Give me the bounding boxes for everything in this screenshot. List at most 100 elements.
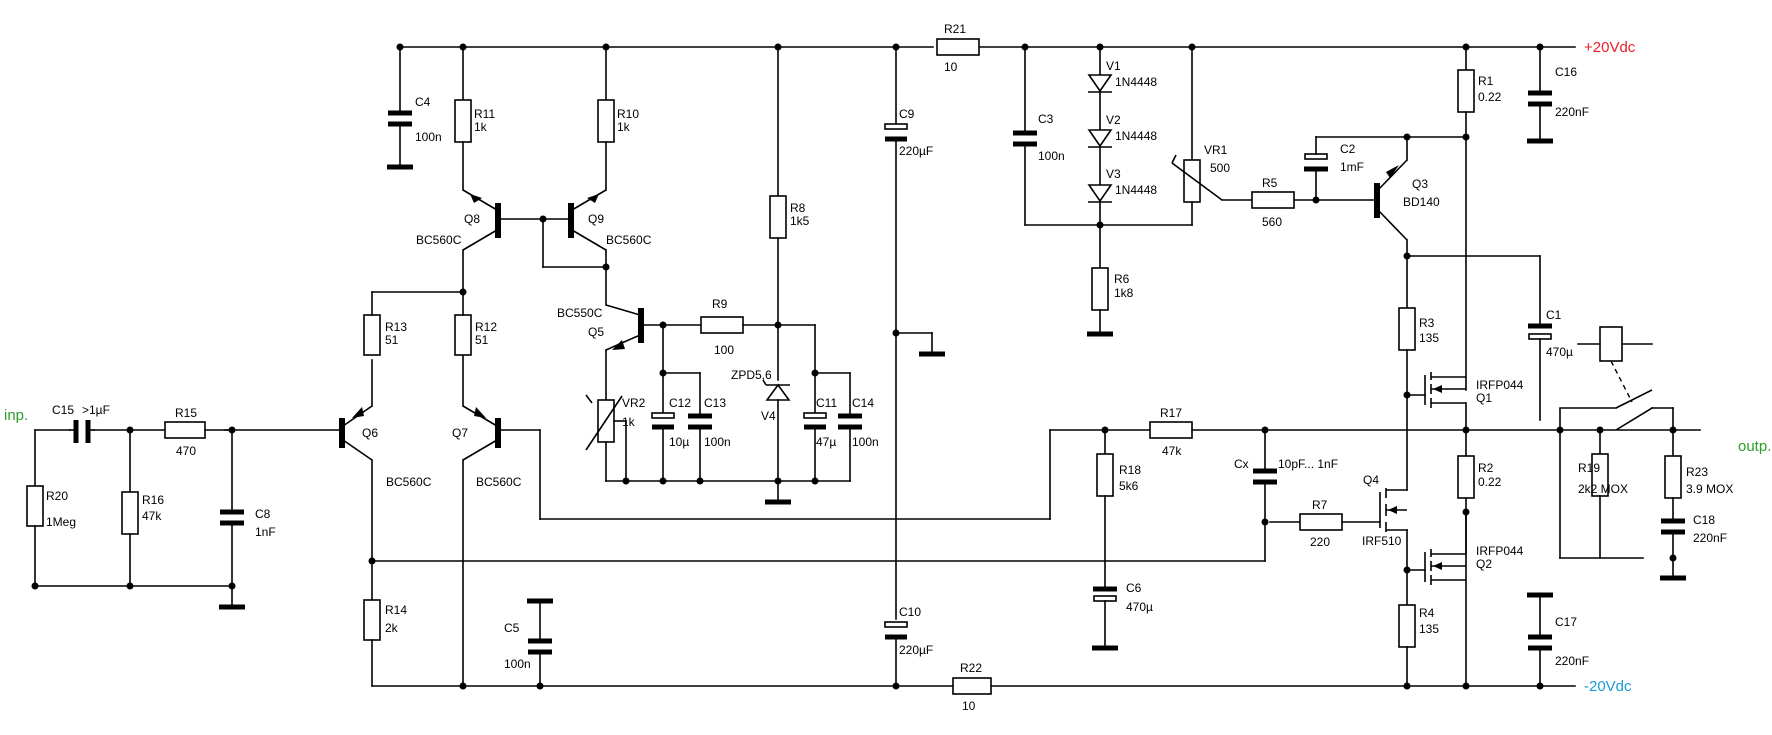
r13-value: 51 (385, 333, 399, 347)
v2-value: 1N4448 (1115, 129, 1157, 143)
r19-value: 2k2 MOX (1578, 482, 1628, 496)
input-network (26, 420, 341, 610)
r3-label: R3 (1419, 316, 1435, 330)
q9-label: Q9 (588, 212, 604, 226)
r15-label: R15 (175, 406, 197, 420)
q3-label: Q3 (1412, 177, 1428, 191)
r18-label: R18 (1119, 463, 1141, 477)
positive-rail-label: +20Vdc (1584, 39, 1636, 56)
c9-value: 220µF (899, 144, 933, 158)
c14-label: C14 (852, 396, 874, 410)
r13-label: R13 (385, 320, 407, 334)
r19-label: R19 (1578, 461, 1600, 475)
feedback-network (371, 421, 1701, 651)
c8-label: C8 (255, 507, 271, 521)
bias-network (1013, 43, 1376, 337)
q2-value: IRFP044 (1476, 544, 1524, 558)
input-differential-pair (339, 288, 1151, 690)
q2-label: Q2 (1476, 557, 1492, 571)
r20-label: R20 (46, 489, 68, 503)
r5-value: 560 (1262, 215, 1282, 229)
q8-value: BC560C (416, 233, 462, 247)
r10-value: 1k (617, 120, 631, 134)
r7-value: 220 (1310, 535, 1330, 549)
c1-value: 470µ (1546, 345, 1573, 359)
r11-label: R11 (474, 107, 495, 121)
c6-value: 470µ (1126, 600, 1153, 614)
r10-label: R10 (617, 107, 639, 121)
c5-label: C5 (504, 621, 520, 635)
q5-label: Q5 (588, 325, 604, 339)
r16-label: R16 (142, 493, 164, 507)
c13-label: C13 (704, 396, 726, 410)
r23-label: R23 (1686, 465, 1708, 479)
vr1-value: 500 (1210, 161, 1230, 175)
q1-value: IRFP044 (1476, 378, 1524, 392)
q7-label: Q7 (452, 426, 468, 440)
r2-value: 0.22 (1478, 475, 1502, 489)
vr2-value: 1k (622, 415, 636, 429)
c11-label: C11 (816, 396, 837, 410)
c18-value: 220nF (1693, 531, 1727, 545)
r9-label: R9 (712, 297, 728, 311)
c15-label: C15 (52, 403, 74, 417)
v4-label: V4 (761, 409, 776, 423)
r12-label: R12 (475, 320, 497, 334)
q9-value: BC560C (606, 233, 652, 247)
r5-label: R5 (1262, 176, 1278, 190)
r8-label: R8 (790, 201, 806, 215)
c6-label: C6 (1126, 581, 1142, 595)
c4-value: 100n (415, 130, 442, 144)
r1-value: 0.22 (1478, 90, 1502, 104)
labels: +20Vdc -20Vdc inp. outp. C15 >1µF R15 47… (4, 22, 1771, 713)
c12-label: C12 (669, 396, 691, 410)
r1-label: R1 (1478, 74, 1494, 88)
c13-value: 100n (704, 435, 731, 449)
c10-value: 220µF (899, 643, 933, 657)
vr2-label: VR2 (622, 396, 646, 410)
q6-value: BC560C (386, 475, 432, 489)
q4-value: IRF510 (1362, 534, 1402, 548)
c1-label: C1 (1546, 308, 1562, 322)
r21-label: R21 (944, 22, 966, 36)
vas-section (585, 43, 862, 505)
q3-value: BD140 (1403, 195, 1440, 209)
c2-label: C2 (1340, 142, 1356, 156)
r16-value: 47k (142, 509, 162, 523)
r8-value: 1k5 (790, 214, 810, 228)
r23-value: 3.9 MOX (1686, 482, 1733, 496)
c18-label: C18 (1693, 513, 1715, 527)
v1-label: V1 (1106, 59, 1121, 73)
q5-value: BC550C (557, 306, 603, 320)
c16-value: 220nF (1555, 105, 1589, 119)
vr1-label: VR1 (1204, 143, 1228, 157)
v2-label: V2 (1106, 113, 1121, 127)
c3-label: C3 (1038, 112, 1054, 126)
r21-value: 10 (944, 60, 958, 74)
v3-value: 1N4448 (1115, 183, 1157, 197)
c3-value: 100n (1038, 149, 1065, 163)
c10-label: C10 (899, 605, 921, 619)
r6-value: 1k8 (1114, 286, 1134, 300)
r4-label: R4 (1419, 606, 1435, 620)
c5-value: 100n (504, 657, 531, 671)
output-label: outp. (1738, 438, 1771, 455)
negative-rail-label: -20Vdc (1584, 678, 1632, 695)
c17-label: C17 (1555, 615, 1577, 629)
q1-label: Q1 (1476, 391, 1492, 405)
c4-label: C4 (415, 95, 431, 109)
q8-label: Q8 (464, 212, 480, 226)
c15-value: >1µF (82, 403, 110, 417)
input-label: inp. (4, 407, 28, 424)
r17-value: 47k (1162, 444, 1182, 458)
output-relay (1556, 326, 1686, 581)
r18-value: 5k6 (1119, 479, 1139, 493)
r15-value: 470 (176, 444, 196, 458)
v1-value: 1N4448 (1115, 75, 1157, 89)
r14-value: 2k (385, 621, 399, 635)
c16-label: C16 (1555, 65, 1577, 79)
output-stage (1269, 43, 1553, 690)
r12-value: 51 (475, 333, 489, 347)
r20-value: 1Meg (46, 515, 76, 529)
